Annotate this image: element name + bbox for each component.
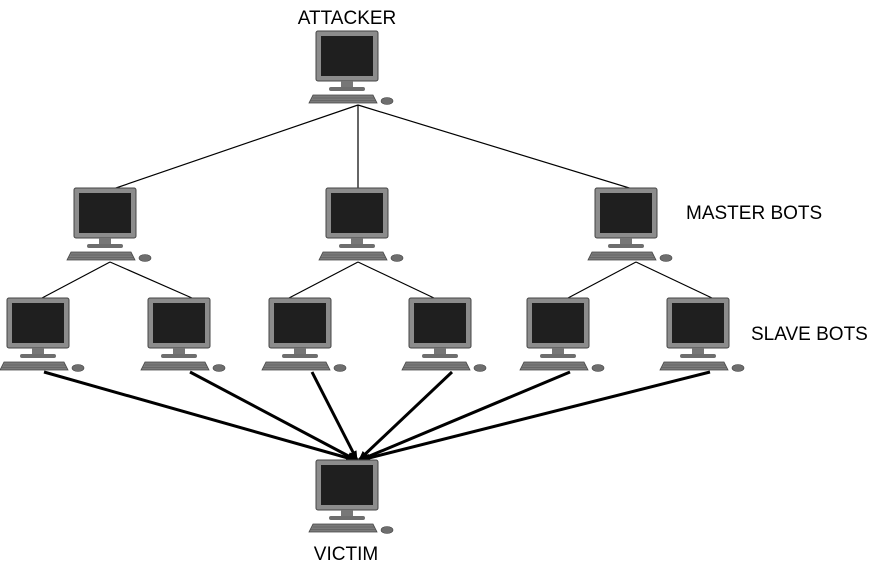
- link-master-3-slave-6: [635, 261, 713, 299]
- arrow-slave-1-victim: [43, 370, 356, 462]
- link-master-3-slave-5: [567, 261, 637, 299]
- victim-label: VICTIM: [314, 544, 378, 565]
- victim-computer-icon: [308, 459, 394, 534]
- arrow-slave-6-victim: [360, 370, 711, 462]
- slave-bot-6-computer-icon: [659, 297, 745, 372]
- link-master-1-slave-2: [109, 261, 193, 299]
- attack-arrows: [43, 370, 711, 462]
- arrow-slave-2-victim: [189, 370, 357, 462]
- attacker-links: [109, 104, 637, 191]
- link-master-2-slave-4: [357, 261, 435, 299]
- arrow-slave-3-victim: [310, 371, 359, 461]
- master-bot-2-computer-icon: [318, 187, 404, 262]
- slave-bots-label: SLAVE BOTS: [751, 324, 868, 345]
- arrow-slave-4-victim: [357, 370, 454, 462]
- link-master-2-slave-3: [288, 261, 359, 299]
- link-attacker-master-1: [109, 104, 359, 191]
- master-bot-1-computer-icon: [66, 187, 152, 262]
- master-bots-label: MASTER BOTS: [686, 203, 822, 224]
- attacker-label: ATTACKER: [298, 8, 397, 29]
- slave-bot-5-computer-icon: [519, 297, 605, 372]
- link-attacker-master-3: [357, 104, 637, 191]
- arrow-slave-5-victim: [359, 370, 571, 462]
- slave-bot-3-computer-icon: [261, 297, 347, 372]
- attacker-computer-icon: [308, 30, 394, 105]
- slave-bot-2-computer-icon: [140, 297, 226, 372]
- slave-bot-4-computer-icon: [401, 297, 487, 372]
- master-links: [41, 261, 713, 299]
- master-bot-3-computer-icon: [587, 187, 673, 262]
- link-master-1-slave-1: [41, 261, 111, 299]
- slave-bot-1-computer-icon: [0, 297, 85, 372]
